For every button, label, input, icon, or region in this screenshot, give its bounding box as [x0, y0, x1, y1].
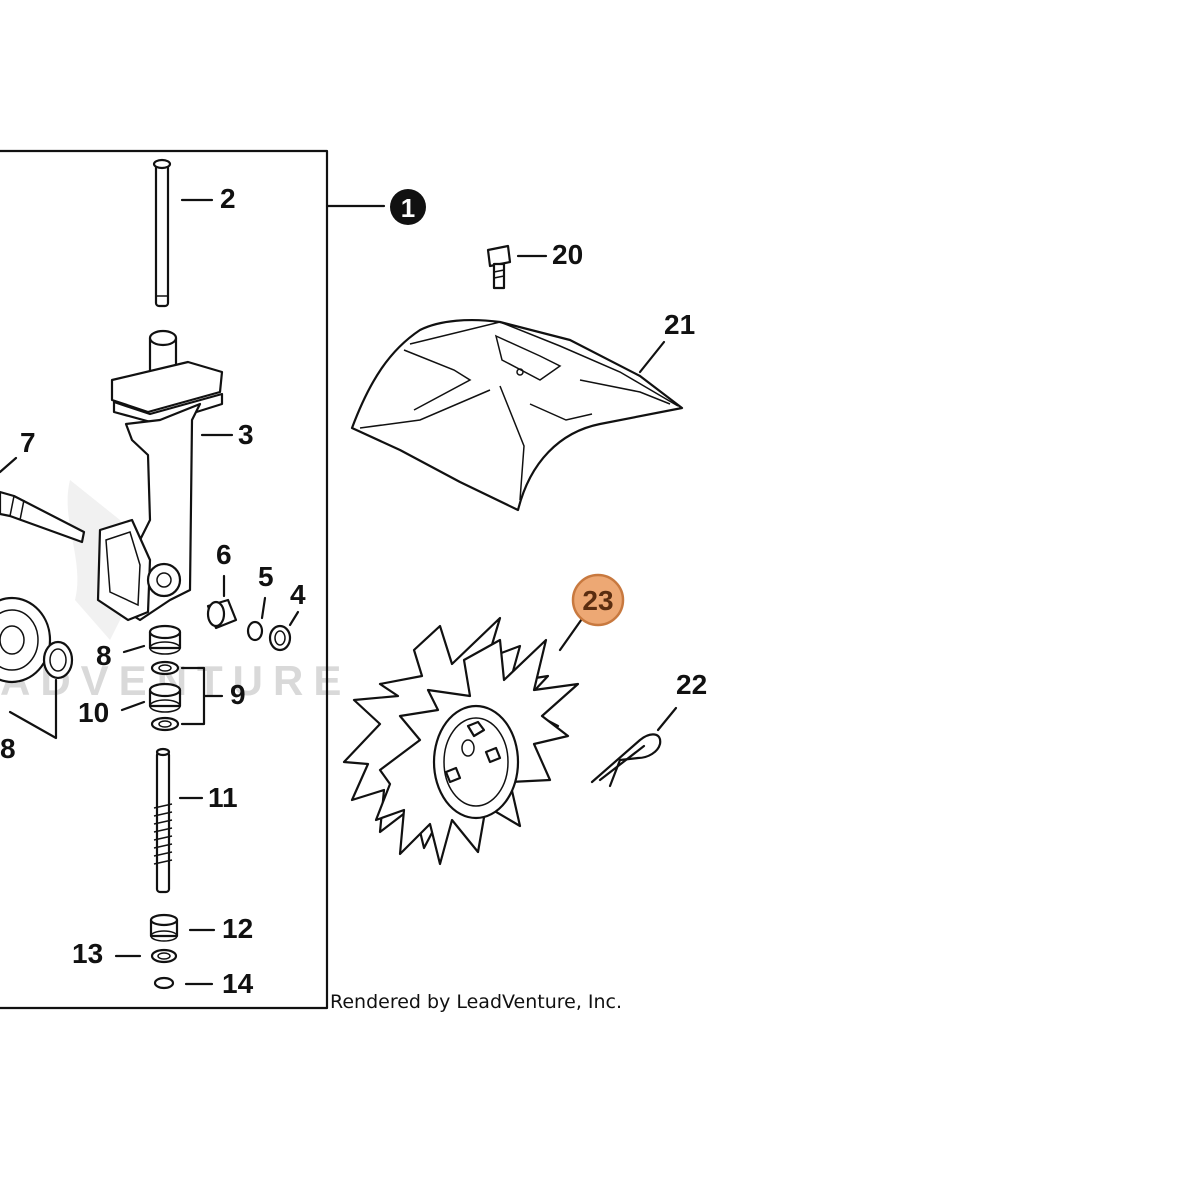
leader-4	[288, 610, 300, 627]
callout-11-label[interactable]: 11	[208, 782, 238, 813]
part-23-tines[interactable]	[342, 616, 580, 866]
part-21-shield[interactable]	[350, 318, 684, 512]
callout-8a-label[interactable]: 8	[96, 640, 112, 671]
callout-1-badge[interactable]: 1	[390, 189, 426, 225]
part-13-washer[interactable]	[150, 948, 178, 964]
callout-3-label[interactable]: 3	[238, 419, 254, 450]
leader-5	[260, 596, 267, 620]
part-8-bushing[interactable]	[148, 624, 182, 655]
callout-6-label[interactable]: 6	[216, 539, 232, 570]
callout-14-label[interactable]: 14	[222, 968, 254, 999]
callout-4-label[interactable]: 4	[290, 579, 306, 610]
leader-8b	[8, 678, 58, 740]
part-22-hairpin-clip[interactable]	[590, 733, 662, 788]
leader-10	[120, 700, 146, 712]
leader-23	[558, 614, 586, 652]
part-wheel-left[interactable]	[0, 596, 52, 684]
part-4-ring[interactable]	[268, 624, 292, 652]
callout-2-label[interactable]: 2	[220, 183, 236, 214]
callout-8b-label[interactable]: 8	[0, 733, 16, 764]
part-14-clip[interactable]	[153, 976, 175, 990]
part-11-worm-shaft[interactable]	[153, 747, 173, 894]
part-6-bushing[interactable]	[206, 598, 238, 630]
assembly-frame	[0, 149, 329, 1010]
part-9-washer-top[interactable]	[150, 660, 180, 676]
leader-22	[656, 706, 678, 732]
callout-12-label[interactable]: 12	[222, 913, 253, 944]
leader-21	[638, 340, 666, 374]
callout-5-label[interactable]: 5	[258, 561, 274, 592]
part-5-ring[interactable]	[246, 620, 264, 642]
callout-9-label[interactable]: 9	[230, 679, 246, 710]
callout-22-label[interactable]: 22	[676, 669, 707, 700]
callout-10-label[interactable]: 10	[78, 697, 109, 728]
callout-23-badge[interactable]: 23	[571, 573, 625, 627]
leader-7	[0, 456, 18, 474]
callout-1-label: 1	[401, 193, 415, 223]
callout-13-label[interactable]: 13	[72, 938, 103, 969]
bracket-9	[180, 666, 224, 726]
callout-23-label: 23	[582, 585, 613, 616]
part-washer-left[interactable]	[42, 640, 74, 680]
leader-8a	[122, 644, 146, 654]
callout-7-label[interactable]: 7	[20, 427, 36, 458]
part-12-bushing[interactable]	[149, 913, 179, 942]
render-credit: Rendered by LeadVenture, Inc.	[330, 991, 622, 1013]
part-7-shaft[interactable]	[0, 490, 86, 544]
part-9-washer-bottom[interactable]	[150, 716, 180, 732]
part-2-rod[interactable]	[152, 158, 172, 308]
callout-20-label[interactable]: 20	[552, 239, 583, 270]
part-20-bolt[interactable]	[486, 244, 512, 290]
part-10-bushing[interactable]	[148, 682, 182, 713]
callout-21-label[interactable]: 21	[664, 309, 695, 340]
part-3-housing[interactable]	[96, 329, 224, 622]
